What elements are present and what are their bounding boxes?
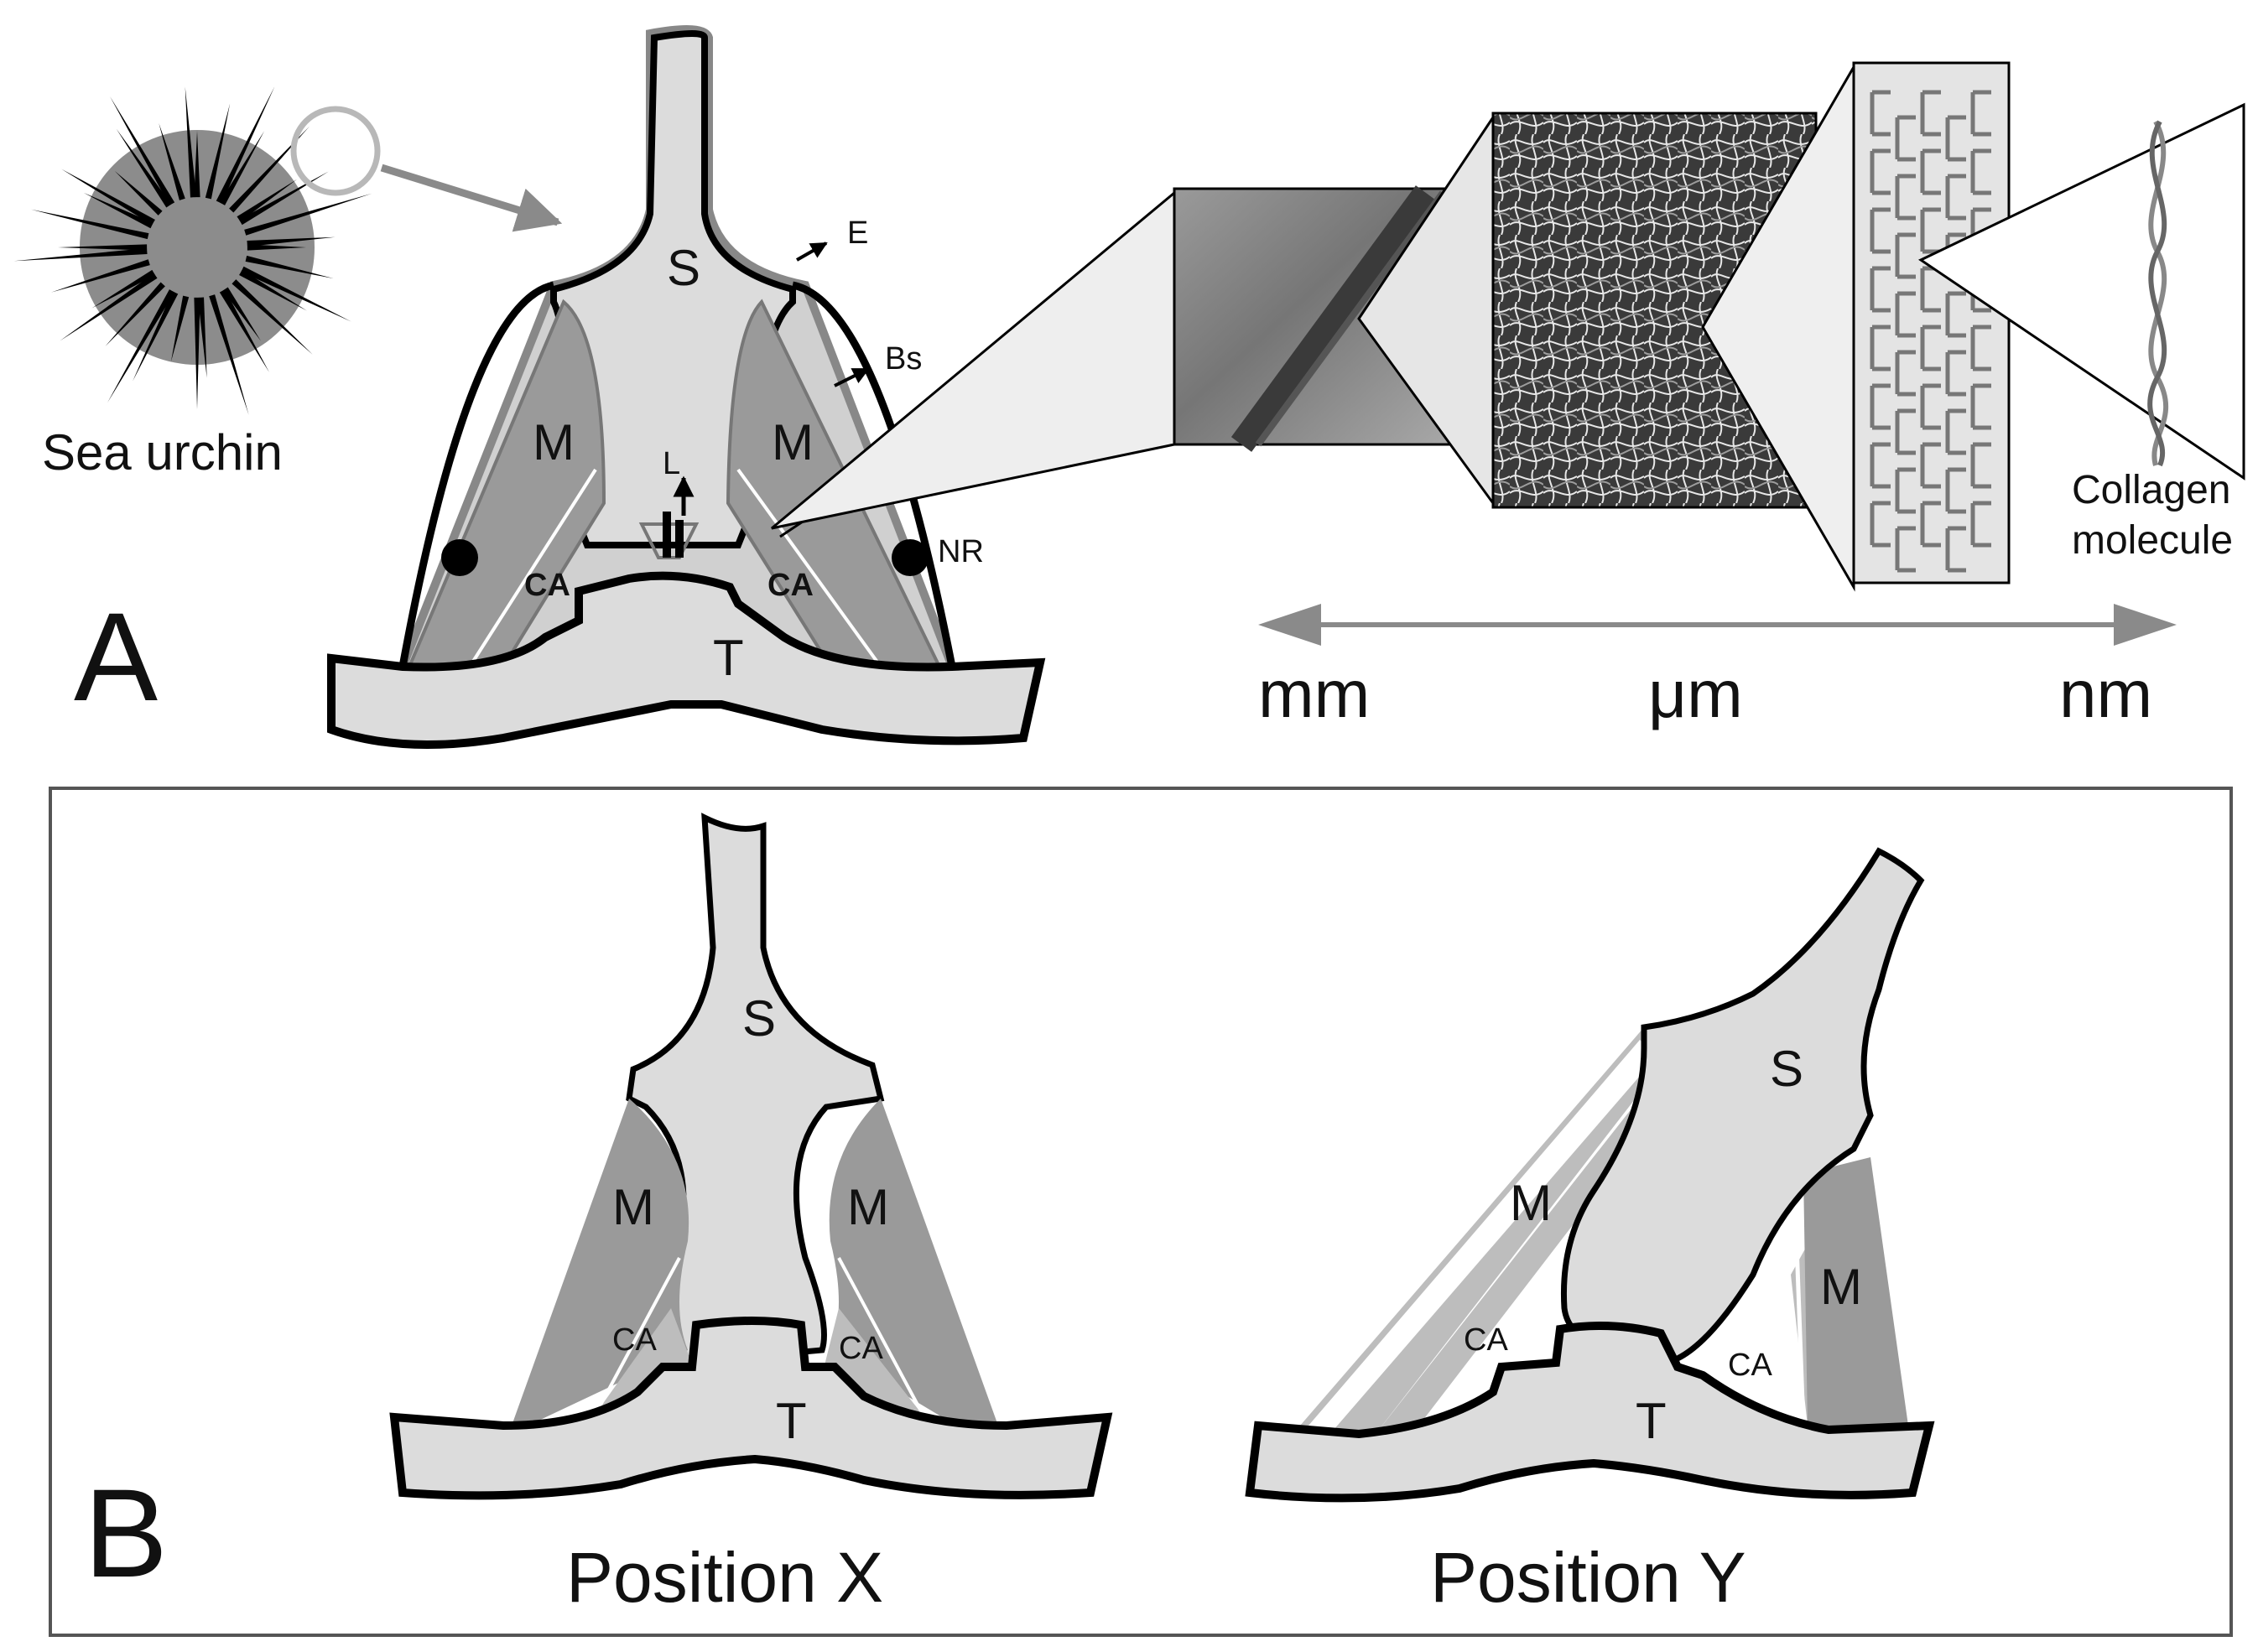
tubercle-label-x: T <box>776 1393 807 1449</box>
tubercle-label-y: T <box>1636 1393 1667 1449</box>
position-y-caption: Position Y <box>1430 1538 1746 1617</box>
panel-a-letter: A <box>74 586 158 727</box>
collagen-label-line2: molecule <box>2072 518 2233 563</box>
epidermis-label: E <box>847 216 868 251</box>
basement-label: Bs <box>885 341 922 377</box>
spine-label-a: S <box>667 240 700 296</box>
scale-mm-label: mm <box>1258 657 1370 731</box>
catch-left-label-y: CA <box>1464 1322 1508 1358</box>
scale-arrow <box>1258 604 2177 646</box>
spine-label-y: S <box>1770 1041 1803 1097</box>
collagen-label-line1: Collagen <box>2072 468 2230 512</box>
muscle-left-label-a: M <box>533 414 575 470</box>
scale-um-label: μm <box>1648 657 1743 731</box>
muscle-right-label-x: M <box>847 1179 889 1235</box>
position-x-diagram <box>389 813 1113 1500</box>
muscle-right-label-a: M <box>772 414 814 470</box>
muscle-right-label-y: M <box>1820 1259 1862 1315</box>
catch-left-label-x: CA <box>612 1322 657 1358</box>
muscle-left-label-x: M <box>612 1179 654 1235</box>
sea-urchin-illustration <box>13 86 563 415</box>
position-y-diagram <box>1245 847 1935 1503</box>
panel-b-letter: B <box>84 1462 168 1603</box>
tubercle-label-a: T <box>713 630 744 686</box>
catch-right-label-y: CA <box>1728 1348 1772 1383</box>
catch-right-label-a: CA <box>767 568 814 603</box>
ligament-label: L <box>663 446 680 481</box>
spine-label-x: S <box>742 990 776 1047</box>
spine-joint-diagram-a <box>327 25 1046 749</box>
position-x-caption: Position X <box>566 1538 883 1617</box>
catch-right-label-x: CA <box>839 1331 883 1366</box>
nerve-ring-label: NR <box>938 534 984 569</box>
zoom-arrow-icon <box>380 164 563 232</box>
sea-urchin-label: Sea urchin <box>42 424 283 481</box>
catch-left-label-a: CA <box>524 568 570 603</box>
magnify-circle-icon <box>290 106 381 196</box>
collagen-zoom-cascade <box>771 61 2245 592</box>
scale-nm-label: nm <box>2059 657 2152 731</box>
muscle-left-label-y: M <box>1510 1175 1552 1231</box>
